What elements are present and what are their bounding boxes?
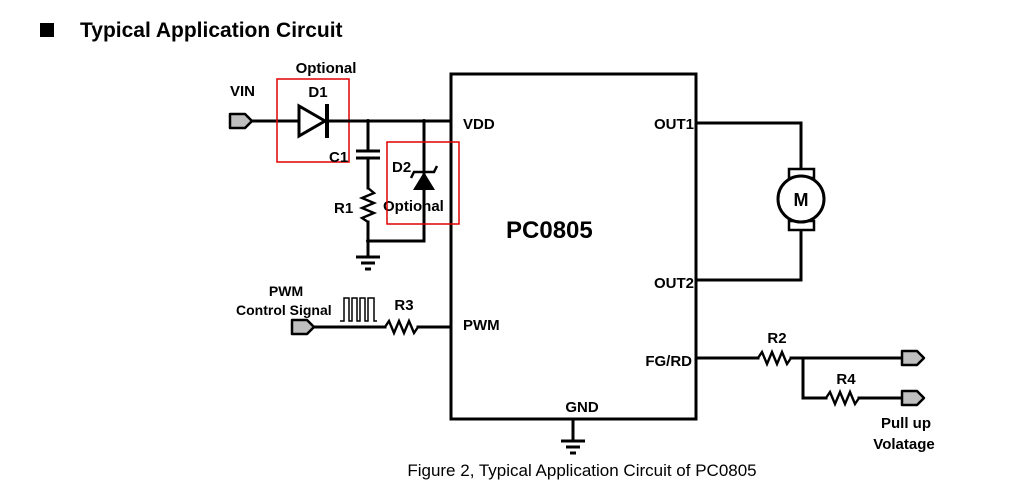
pin-gnd-label: GND [565, 399, 599, 416]
pullup-label-2: Volatage [873, 436, 934, 453]
vin-label: VIN [230, 83, 255, 100]
resistor-r4-icon [825, 388, 860, 408]
wire-out2-motor [694, 227, 803, 282]
c1-label: C1 [329, 149, 348, 166]
pin-vdd-label: VDD [463, 116, 495, 133]
d1-optional-label: Optional [296, 60, 357, 77]
d2-optional-box [386, 141, 460, 225]
r3-label: R3 [394, 297, 413, 314]
diode-d1-icon [297, 103, 329, 139]
ic-name: PC0805 [506, 217, 593, 244]
section-title: Typical Application Circuit [80, 19, 343, 42]
pullup-label-1: Pull up [881, 415, 931, 432]
r4-label: R4 [836, 371, 856, 388]
pwm-waveform-icon [340, 297, 377, 322]
ground-icon [356, 255, 380, 271]
pin-out2-label: OUT2 [654, 275, 694, 292]
pwm-port-icon [290, 318, 316, 336]
pin-out1-label: OUT1 [654, 116, 694, 133]
bullet-square-icon [40, 23, 54, 37]
motor-icon [776, 174, 826, 224]
vin-port-icon [228, 112, 254, 130]
figure-caption: Figure 2, Typical Application Circuit of… [407, 461, 756, 480]
pin-fgrd-label: FG/RD [645, 353, 692, 370]
d2-label: D2 [392, 159, 411, 176]
ground-icon [561, 439, 585, 455]
resistor-r1-icon [358, 187, 378, 223]
wire-r2-r4 [801, 356, 828, 400]
zener-d2-bar [409, 165, 439, 179]
r1-label: R1 [334, 200, 353, 217]
motor-label: M [794, 190, 809, 210]
pwm-signal-label-2: Control Signal [236, 302, 332, 318]
zener-d2-icon [413, 172, 435, 190]
d2-optional-label: Optional [383, 198, 444, 215]
resistor-r2-icon [757, 348, 792, 368]
output-port-1-icon [900, 349, 926, 367]
wire-out1-motor [694, 121, 803, 171]
output-port-2-icon [900, 389, 926, 407]
pin-pwm-label: PWM [463, 317, 500, 334]
d1-label: D1 [308, 84, 327, 101]
r2-label: R2 [767, 330, 786, 347]
pwm-signal-label-1: PWM [269, 283, 303, 299]
resistor-r3-icon [384, 317, 419, 337]
